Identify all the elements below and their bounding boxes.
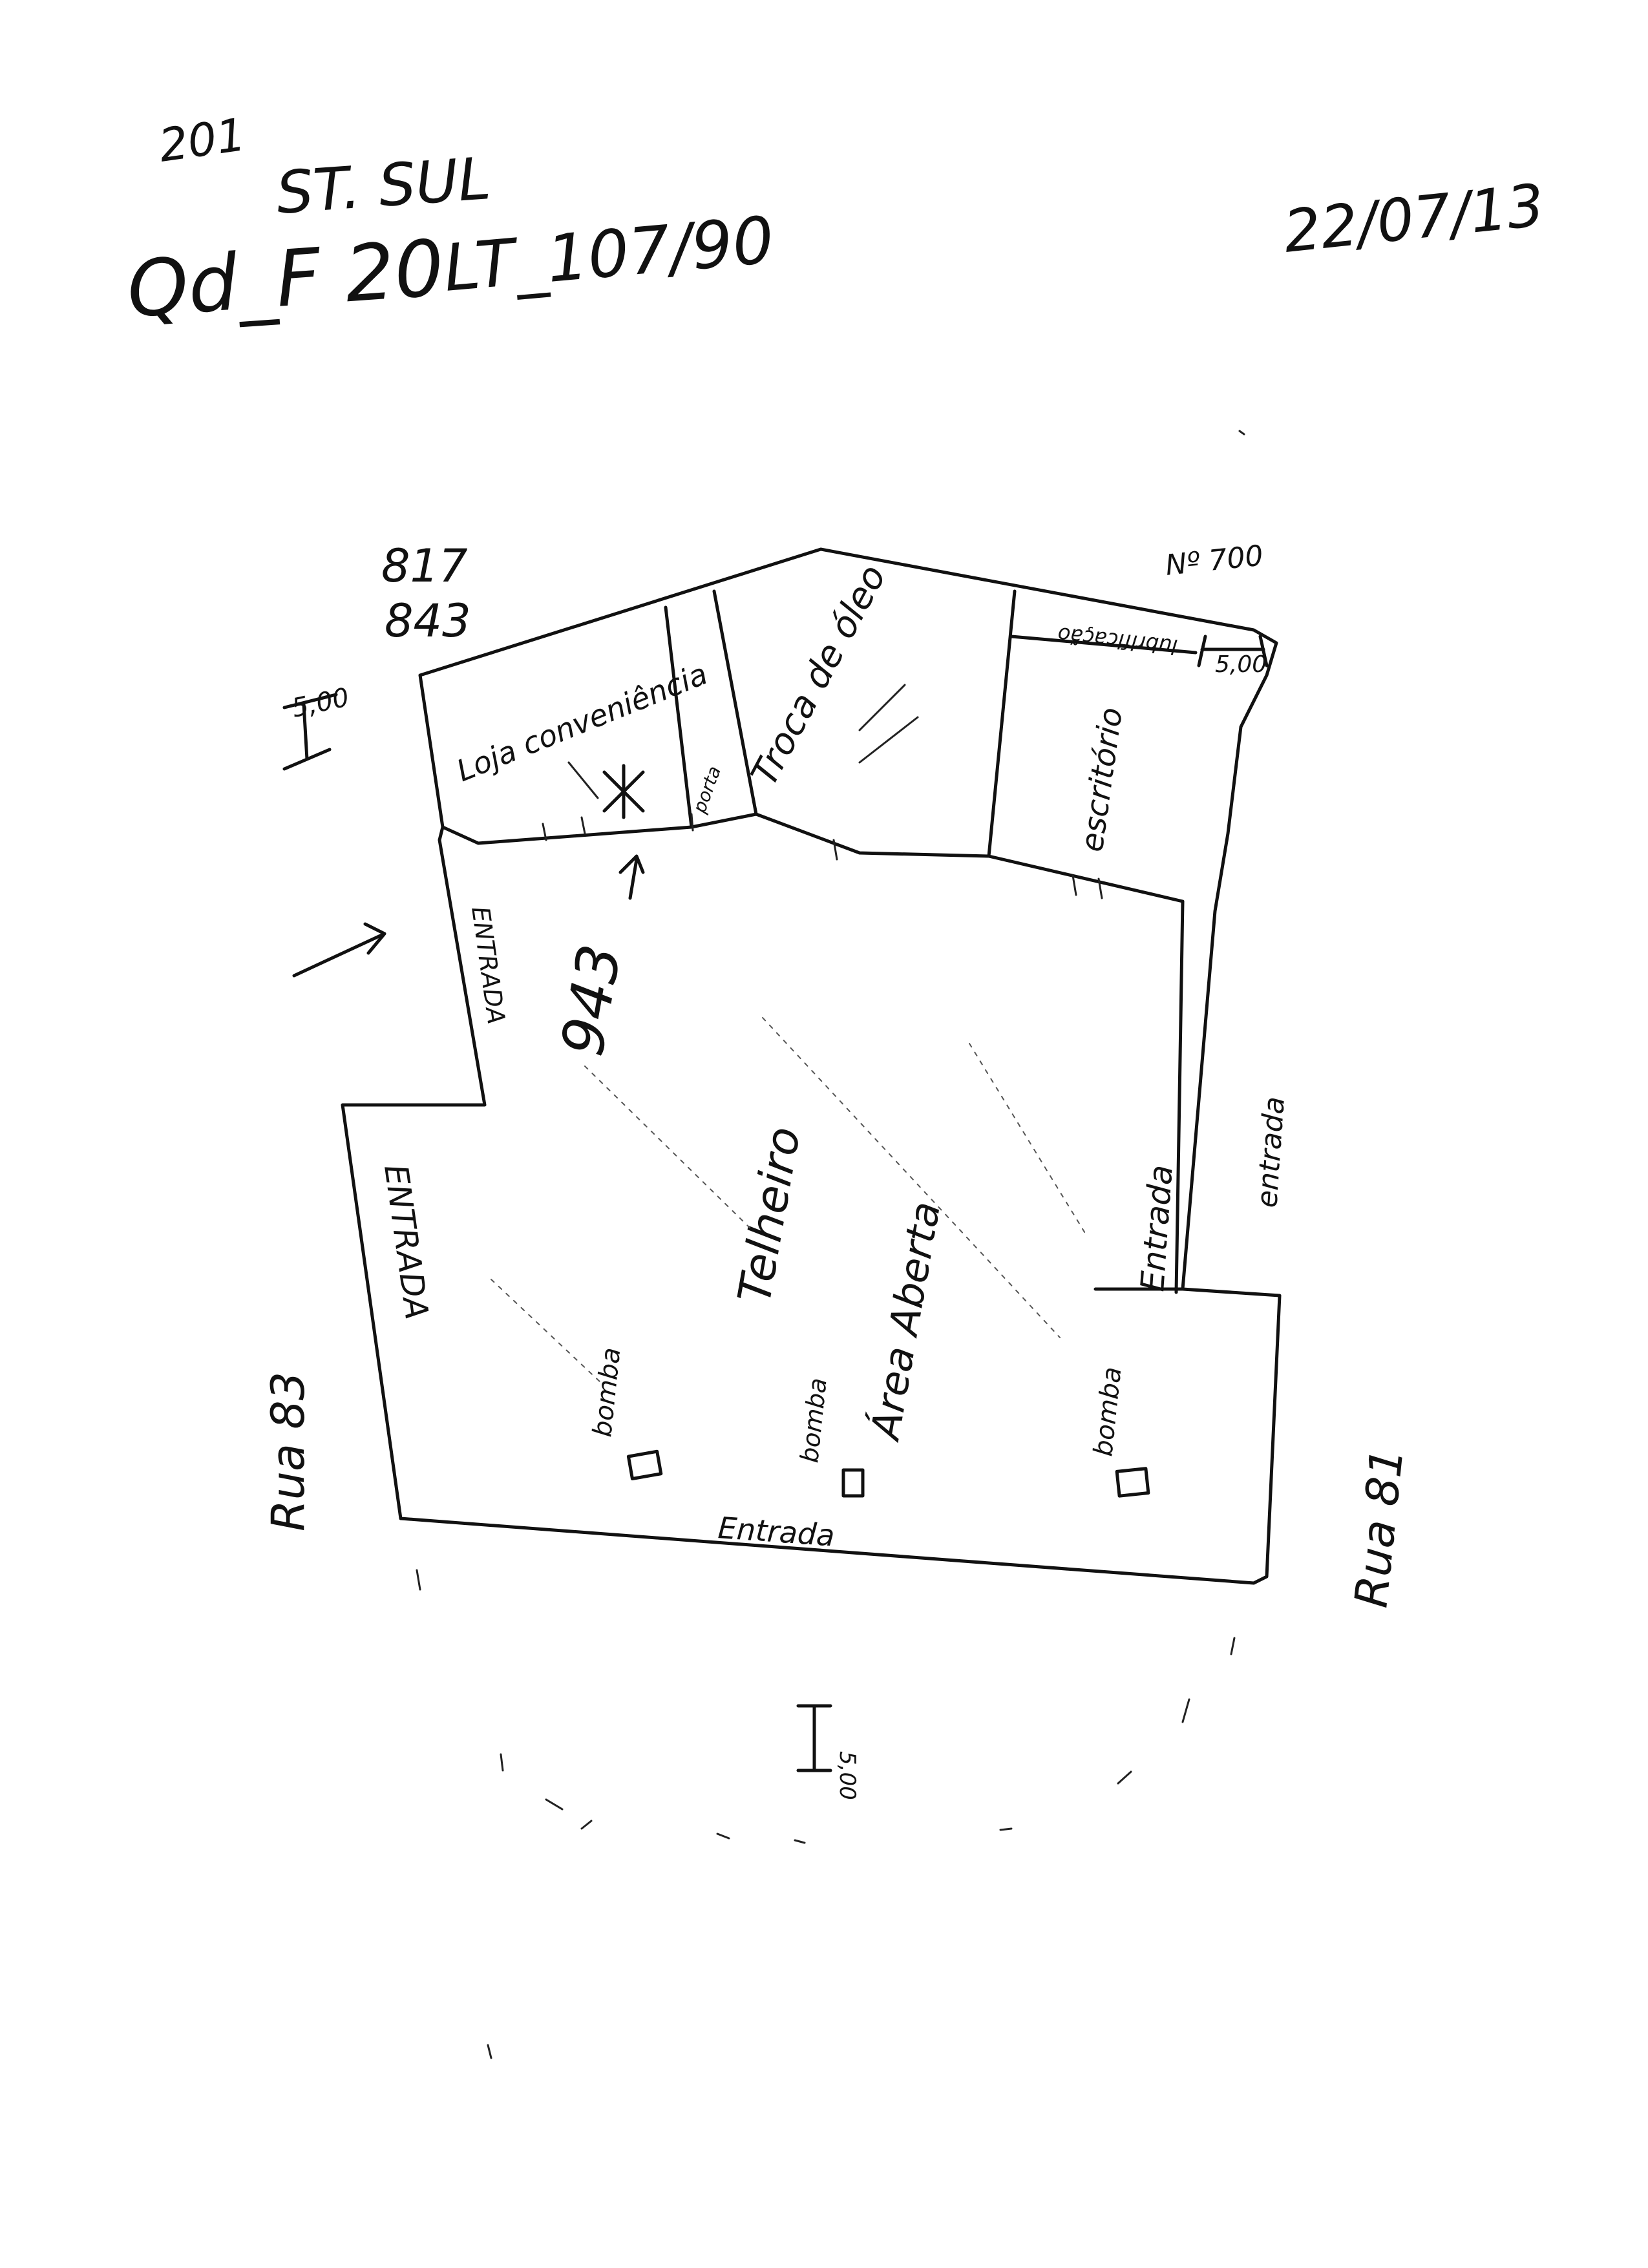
room-store-label: Loja conveniência <box>452 656 712 788</box>
room-lubrication-label: lubrificação <box>1057 622 1179 659</box>
stray-mark-top <box>1238 430 1245 436</box>
pump-left-icon <box>626 1449 663 1481</box>
stray-mark-bottom <box>487 2044 492 2059</box>
entrada-left-upper: ENTRADA <box>466 905 511 1026</box>
dim-left-label: 5,00 <box>290 682 352 724</box>
arc-mark-5 <box>716 1832 730 1840</box>
pump-left-label: bomba <box>587 1346 626 1438</box>
header-code: Qd_F 20 <box>124 224 447 335</box>
street-right: Rua 81 <box>1344 1445 1413 1610</box>
entrada-right: entrada <box>1251 1095 1291 1208</box>
arc-mark-2 <box>500 1753 504 1772</box>
arc-mark-9 <box>1181 1698 1190 1723</box>
corner-code-2: 843 <box>385 594 471 647</box>
guide-line-1 <box>491 1279 602 1383</box>
building-number: 943 <box>549 940 635 1060</box>
dim-bottom-mark <box>796 1704 832 1772</box>
dim-right-mark <box>1197 635 1269 667</box>
pump-middle-label: bomba <box>795 1376 832 1464</box>
header-sector: ST. SUL <box>274 145 492 227</box>
room-office-label: escritório <box>1073 705 1130 854</box>
store-asterisk <box>602 764 645 819</box>
street-left: Rua 83 <box>262 1372 315 1531</box>
strip-ticks <box>542 813 1103 899</box>
building-strip <box>441 812 1185 903</box>
pump-right-icon <box>1115 1467 1150 1498</box>
entrance-arrow <box>292 922 386 978</box>
arc-mark-6 <box>794 1839 806 1844</box>
arc-mark-7 <box>999 1827 1013 1831</box>
wall-door-oil <box>712 589 758 816</box>
area-label: Área Aberta <box>860 1198 949 1445</box>
wall-oil-office <box>987 589 1017 858</box>
header-lot: LT_107/90 <box>441 202 777 306</box>
oil-stroke <box>858 684 919 764</box>
dim-bottom-label: 5,00 <box>834 1751 860 1800</box>
wall-office-top <box>1009 635 1198 655</box>
wall-store-door <box>664 605 693 829</box>
entrada-left-lower: ENTRADA <box>377 1162 436 1322</box>
entrada-bottom: Entrada <box>717 1510 836 1553</box>
arc-mark-1 <box>416 1569 421 1591</box>
arc-mark-8 <box>1117 1770 1132 1785</box>
room-oil-label: Troca de óleo <box>743 558 894 793</box>
roof-label: Telheiro <box>728 1123 811 1307</box>
corner-code-1: 817 <box>381 540 468 593</box>
pump-middle-icon <box>841 1468 865 1498</box>
arc-mark-10 <box>1230 1637 1236 1655</box>
header-date: 22/07/13 <box>1280 171 1547 266</box>
pump-right-label: bomba <box>1088 1365 1127 1458</box>
store-up-arrow <box>618 854 645 900</box>
header-number: 201 <box>156 108 249 173</box>
entrada-inner-right: Entrada <box>1134 1164 1180 1293</box>
dim-left-mark <box>282 693 338 771</box>
arc-mark-3 <box>545 1798 564 1811</box>
room-door-label: porta <box>688 763 725 816</box>
house-number: Nº 700 <box>1164 539 1265 582</box>
arc-mark-4 <box>580 1820 593 1830</box>
guide-line-2 <box>584 1066 750 1228</box>
dim-right-label: 5,00 <box>1215 651 1267 678</box>
store-stroke <box>567 761 599 799</box>
guide-line-4 <box>969 1043 1086 1235</box>
guide-line-3 <box>762 1017 1061 1338</box>
inner-right-wall <box>1174 899 1185 1294</box>
